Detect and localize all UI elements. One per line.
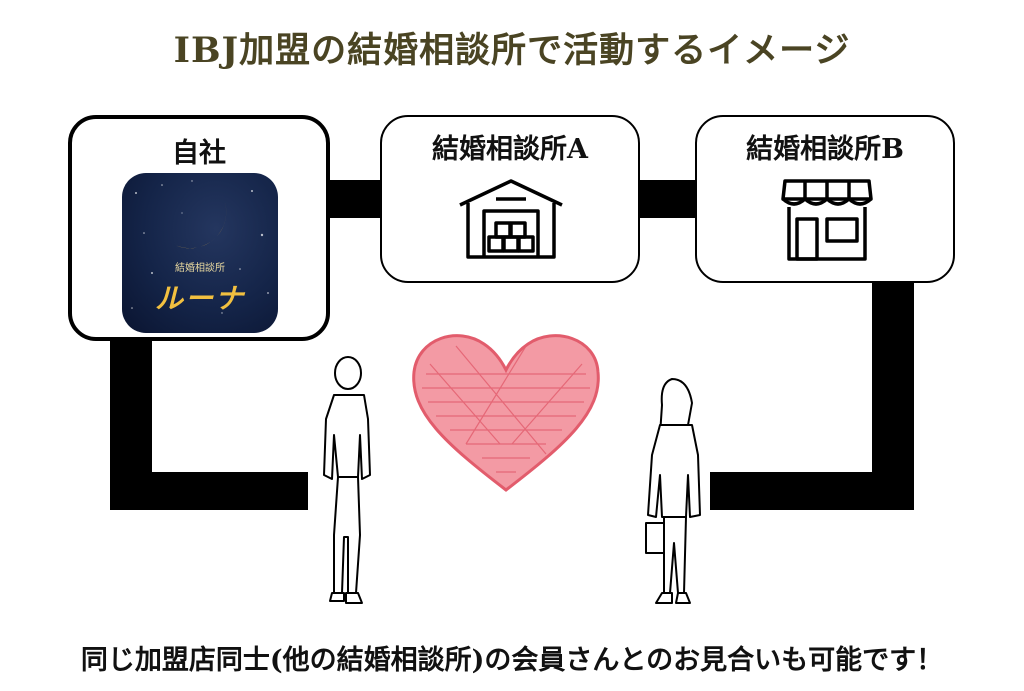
storefront-icon bbox=[781, 179, 873, 261]
starfield bbox=[131, 180, 269, 314]
connector-b-bottom bbox=[710, 472, 914, 510]
page-title: IBJ加盟の結婚相談所で活動するイメージ bbox=[173, 30, 851, 71]
agency-a-label: 結婚相談所A bbox=[432, 134, 588, 165]
connector-self-bottom bbox=[110, 472, 308, 510]
caption: 同じ加盟店同士(他の結婚相談所)の会員さんとのお見合いも可能です！ bbox=[80, 645, 944, 676]
connector-a-b bbox=[636, 180, 696, 218]
logo-small-text: 結婚相談所 bbox=[175, 263, 225, 274]
luna-logo: 結婚相談所 ルーナ bbox=[122, 173, 278, 333]
agency-b-box: 結婚相談所B bbox=[695, 115, 955, 283]
self-box: 自社 結婚相談所 ルーナ bbox=[68, 115, 330, 341]
heart-icon bbox=[412, 334, 600, 492]
agency-b-label: 結婚相談所B bbox=[746, 134, 904, 165]
man-silhouette bbox=[323, 356, 371, 604]
logo-main-text: ルーナ bbox=[154, 282, 245, 315]
warehouse-icon bbox=[459, 179, 563, 259]
agency-a-box: 結婚相談所A bbox=[380, 115, 640, 283]
connector-self-a bbox=[326, 180, 384, 218]
crescent-moon-icon bbox=[162, 189, 227, 249]
woman-silhouette bbox=[645, 378, 701, 604]
self-label: 自社 bbox=[172, 138, 226, 169]
